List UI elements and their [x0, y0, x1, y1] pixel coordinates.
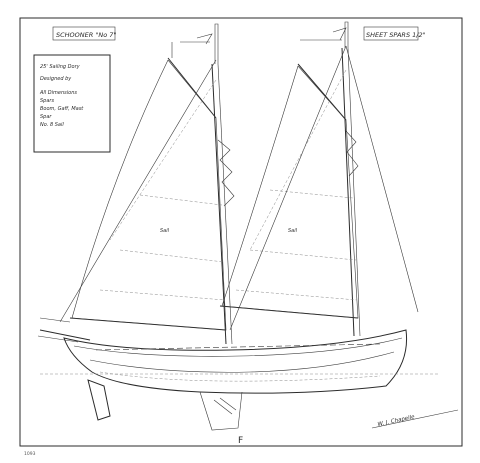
rudder [87, 379, 243, 431]
rigging [59, 39, 419, 331]
note-line: 25' Sailing Dory [40, 64, 81, 70]
mainsail [221, 65, 359, 319]
note-line: Spars [40, 98, 54, 104]
corner-code: 1093 [24, 451, 36, 457]
title-box [52, 26, 116, 41]
sheet-box [363, 26, 419, 41]
notes-box [33, 54, 111, 153]
sheet-text: SHEET SPARS 1/2" [366, 31, 426, 39]
note-line: All Dimensions [39, 90, 77, 96]
foresail [71, 59, 227, 331]
foresail-label: Sail [160, 228, 170, 234]
sheet-border [19, 17, 463, 447]
booms [69, 305, 359, 331]
sheet-mark: F [238, 436, 243, 446]
title-text: SCHOONER "No 7" [56, 31, 116, 39]
note-line: Boom, Gaff, Mast [40, 106, 84, 112]
hull [63, 329, 408, 394]
masts [196, 21, 361, 345]
lacing [217, 129, 359, 207]
bowsprit [37, 317, 91, 343]
notes-lines: 25' Sailing Dory Designed by All Dimensi… [39, 64, 84, 128]
note-line: Designed by [40, 76, 72, 82]
note-line: Spar [40, 114, 52, 120]
note-line: No. 8 Sail [40, 122, 64, 128]
mainsail-label: Sail [288, 228, 298, 234]
signature-underline [371, 409, 459, 429]
